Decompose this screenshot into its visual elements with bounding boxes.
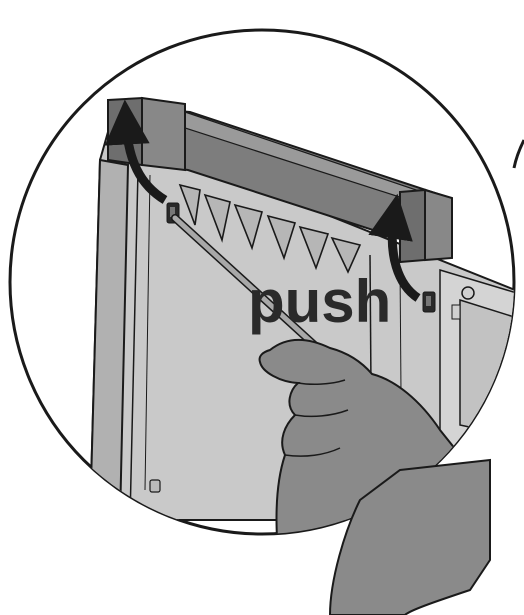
release-button-right <box>423 292 435 312</box>
push-label: push <box>248 268 391 335</box>
callout-pointer <box>514 140 524 168</box>
